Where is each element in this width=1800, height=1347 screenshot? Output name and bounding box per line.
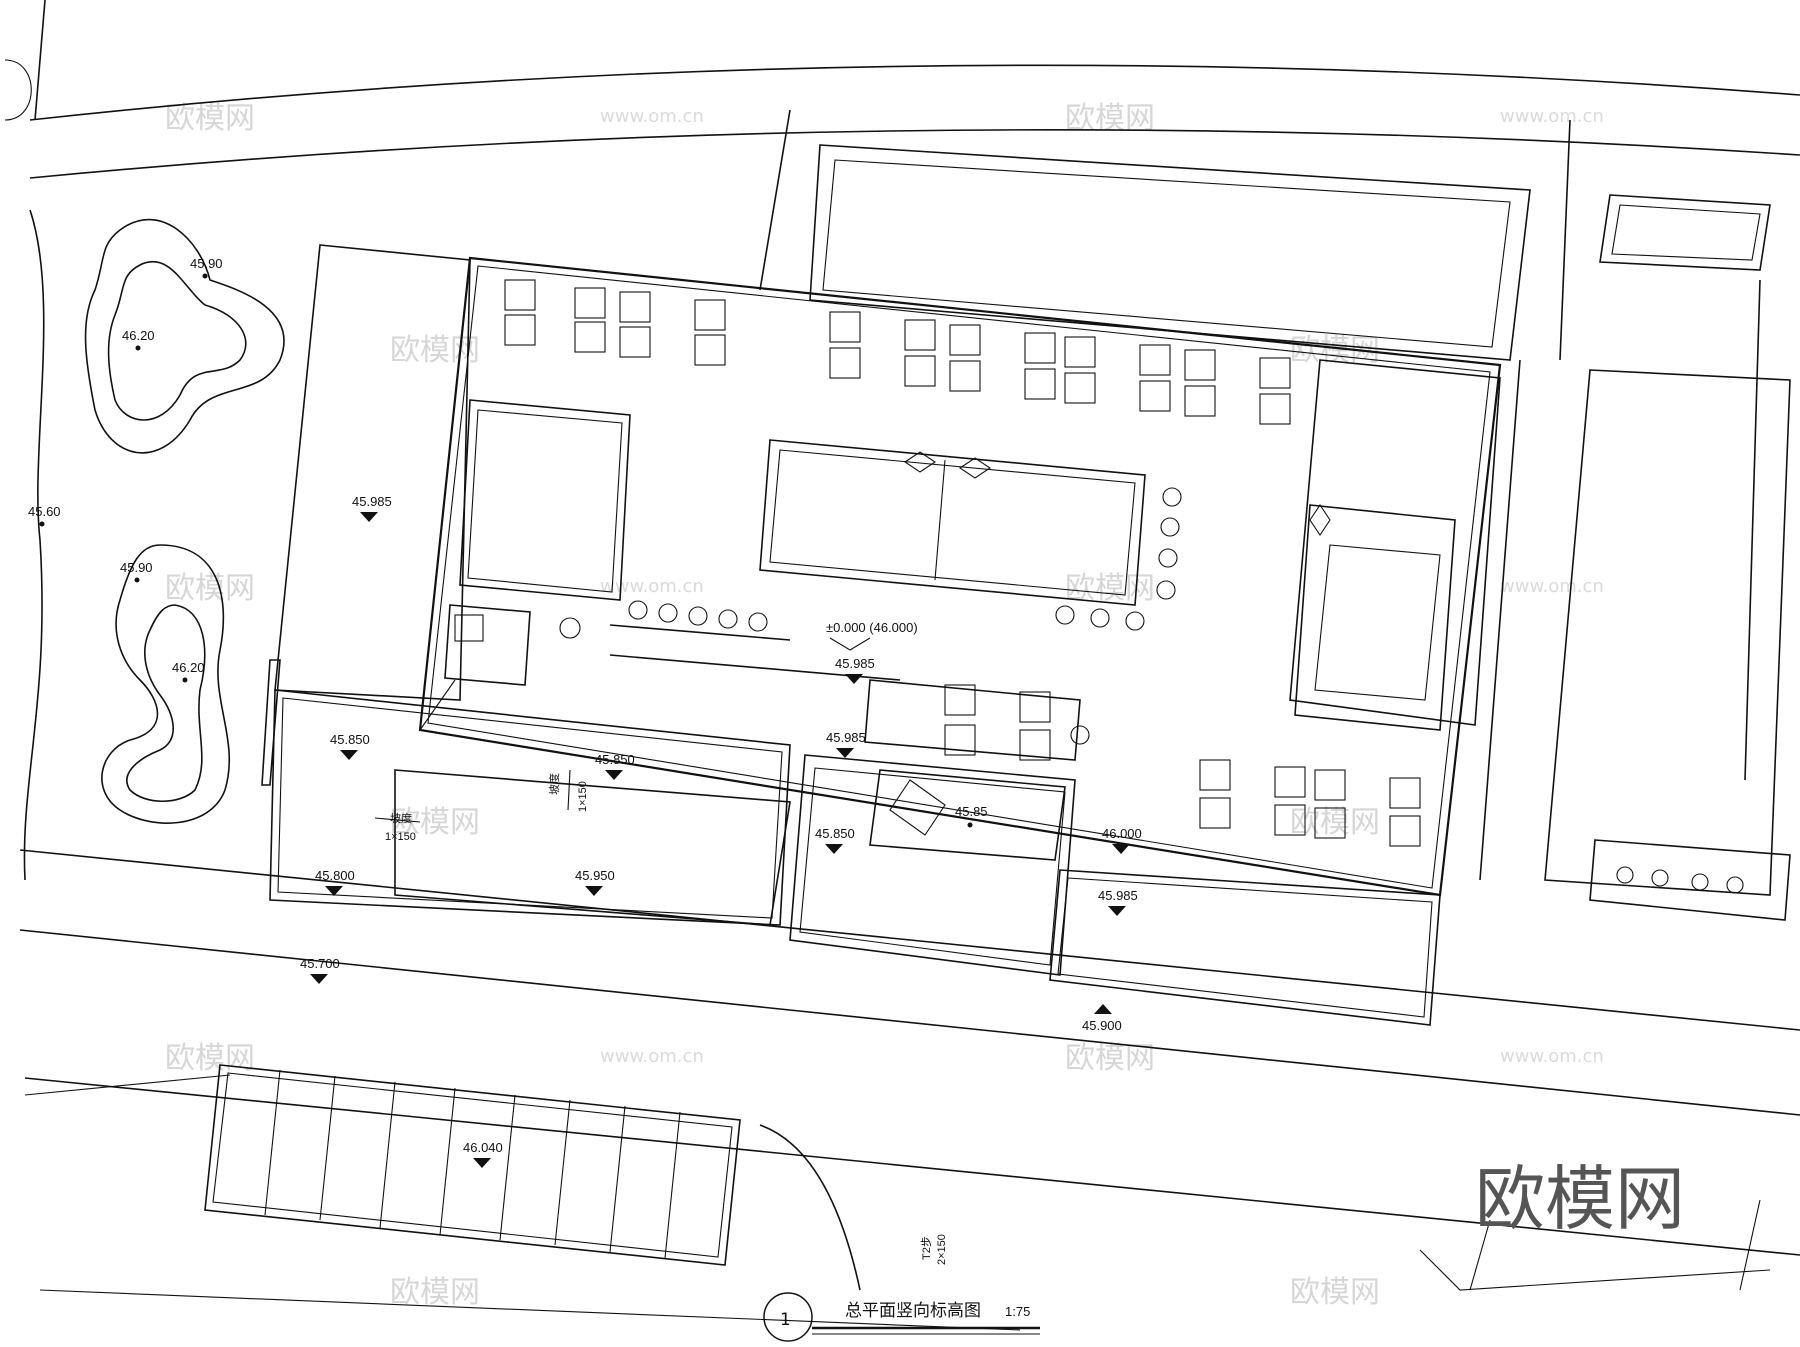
elevation-triangle — [1108, 906, 1126, 916]
elevation-label: 45.90 — [190, 256, 223, 271]
step-label: T2步 — [920, 1236, 933, 1260]
elevation-label: 45.900 — [1082, 1018, 1122, 1033]
slope-label: 坡度 — [390, 811, 412, 825]
elevation-triangle — [310, 974, 328, 984]
elevation-triangle — [1112, 844, 1130, 854]
slope-ratio: 1×150 — [577, 781, 589, 812]
elevation-triangle — [836, 748, 854, 758]
elevation-marks: 45.90 46.20 45.60 45.90 46.20 45.985 45.… — [28, 256, 1142, 1168]
elevation-label: 45.800 — [315, 868, 355, 883]
elevation-label: 46.040 — [463, 1140, 503, 1155]
elevation-triangle — [360, 512, 378, 522]
furniture — [454, 279, 1421, 847]
elevation-label: 45.985 — [835, 656, 875, 671]
watermark-url: www.om.cn — [1500, 1046, 1604, 1067]
spot-point — [135, 345, 141, 351]
watermark-url: www.om.cn — [600, 1046, 704, 1067]
roads — [4, 0, 1800, 1331]
spot-point — [202, 273, 208, 279]
spot-point — [39, 521, 45, 527]
drawing-number-circle — [763, 1292, 813, 1342]
drawing-scale: 1:75 — [1005, 1304, 1030, 1319]
elevation-label: 45.850 — [330, 732, 370, 747]
elevation-label: 45.60 — [28, 504, 61, 519]
slope-label: 坡度 — [547, 773, 561, 795]
east-buildings — [1479, 194, 1791, 921]
south-deck — [204, 1064, 741, 1266]
spot-point — [182, 677, 188, 683]
watermark-url: www.om.cn — [600, 576, 704, 597]
drawing-title: 1 总平面竖向标高图 1:75 — [763, 1292, 1040, 1342]
elevation-label: 45.850 — [595, 752, 635, 767]
elevation-label: 45.700 — [300, 956, 340, 971]
slope-ratio: 1×150 — [385, 831, 416, 843]
slope-arrow — [567, 769, 571, 811]
elevation-label: 45.85 — [955, 804, 988, 819]
elevation-triangle — [605, 770, 623, 780]
elevation-label: 46.000 — [1102, 826, 1142, 841]
elevation-triangle — [473, 1158, 491, 1168]
elevation-label: 45.850 — [815, 826, 855, 841]
elevation-label: 45.985 — [1098, 888, 1138, 903]
watermark-text: 欧模网 — [1065, 571, 1155, 606]
zero-level-marker — [829, 637, 871, 651]
watermark-text: 欧模网 — [165, 1041, 255, 1076]
elevation-label: 45.90 — [120, 560, 153, 575]
elevation-triangle — [340, 750, 358, 760]
spot-point — [967, 822, 973, 828]
elevation-label: 45.985 — [352, 494, 392, 509]
zero-level-label: ±0.000 (46.000) — [826, 620, 918, 635]
slope-arrow — [374, 817, 421, 823]
watermark-layer: 欧模网 www.om.cn 欧模网 www.om.cn 欧模网 欧模网 欧模网 … — [165, 101, 1604, 1310]
watermark-text: 欧模网 — [390, 333, 480, 368]
watermark-text: 欧模网 — [165, 571, 255, 606]
watermark-url: www.om.cn — [600, 106, 704, 127]
watermark-url: www.om.cn — [1500, 106, 1604, 127]
elevation-label: 45.950 — [575, 868, 615, 883]
interior-rooms — [444, 359, 1501, 861]
drawing-number: 1 — [780, 1310, 791, 1330]
planters — [84, 218, 285, 824]
drawing-title-text: 总平面竖向标高图 — [845, 1301, 981, 1321]
elevation-label: 46.20 — [122, 328, 155, 343]
watermark-url: www.om.cn — [1500, 576, 1604, 597]
watermark-text: 欧模网 — [390, 1275, 480, 1310]
spot-point — [134, 577, 140, 583]
slope-annotations: 坡度 1×150 坡度 1×150 T2步 2×150 — [374, 769, 948, 1265]
watermark-logo: 欧模网 — [1475, 1158, 1685, 1240]
elevation-triangle — [845, 674, 863, 684]
pool — [759, 109, 1571, 361]
elevation-triangle — [325, 886, 343, 896]
elevation-label: 46.20 — [172, 660, 205, 675]
elevation-triangle — [585, 886, 603, 896]
elevation-label: 45.985 — [826, 730, 866, 745]
elevation-triangle — [1094, 1004, 1112, 1014]
watermark-text: 欧模网 — [165, 101, 255, 136]
watermark-text: 欧模网 — [390, 805, 480, 840]
elevation-triangle — [825, 844, 843, 854]
step-count: 2×150 — [936, 1234, 948, 1265]
watermark-text: 欧模网 — [1290, 1275, 1380, 1310]
